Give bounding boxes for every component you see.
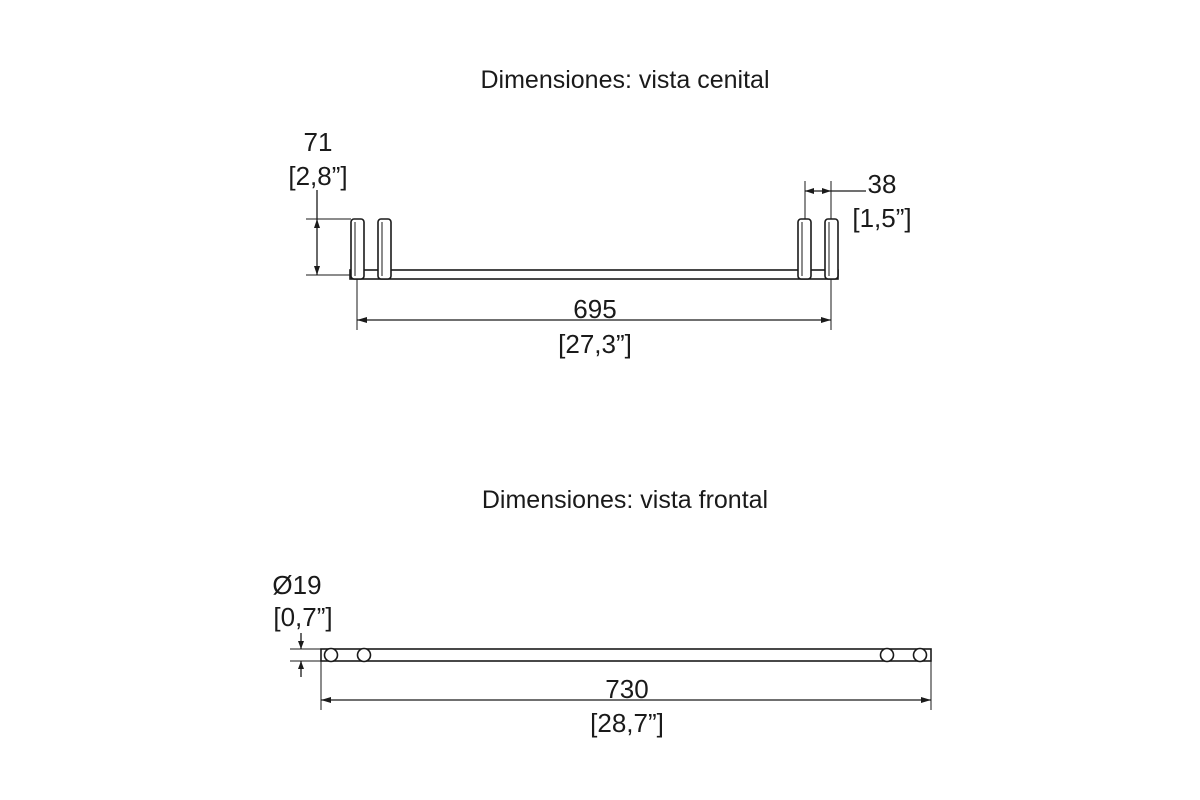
front-view-mount-4: [912, 647, 928, 663]
top-view: Dimensiones: vista cenital 71 [2,8”]: [288, 66, 911, 359]
top-view-post-left-inner: [377, 218, 392, 280]
front-view-mount-3: [879, 647, 895, 663]
length-mm-label: 730: [605, 674, 648, 704]
top-view-title: Dimensiones: vista cenital: [480, 66, 769, 94]
front-view-mount-2: [356, 647, 372, 663]
top-view-post-right-inner: [797, 218, 812, 280]
post-width-in-label: [1,5”]: [852, 203, 911, 233]
front-view: Dimensiones: vista frontal Ø19 [0,7”] 73…: [272, 486, 932, 738]
front-view-title: Dimensiones: vista frontal: [482, 486, 768, 514]
length-dimension: 730 [28,7”]: [320, 661, 932, 738]
span-in-label: [27,3”]: [558, 329, 632, 359]
top-view-post-right-outer: [824, 218, 839, 280]
depth-mm-label: 71: [304, 127, 333, 157]
depth-dimension: 71 [2,8”]: [288, 127, 351, 276]
diameter-in-label: [0,7”]: [273, 602, 332, 632]
depth-in-label: [2,8”]: [288, 161, 347, 191]
post-width-mm-label: 38: [868, 169, 897, 199]
diameter-mm-label: Ø19: [272, 570, 321, 600]
post-width-dimension: 38 [1,5”]: [804, 169, 912, 233]
span-dimension: 695 [27,3”]: [356, 279, 832, 359]
diameter-dimension: Ø19 [0,7”]: [272, 570, 333, 677]
span-mm-label: 695: [573, 294, 616, 324]
front-view-mount-1: [323, 647, 339, 663]
top-view-post-left-outer: [350, 218, 365, 280]
top-view-bar: [349, 269, 839, 280]
length-in-label: [28,7”]: [590, 708, 664, 738]
front-view-bar: [320, 648, 932, 662]
